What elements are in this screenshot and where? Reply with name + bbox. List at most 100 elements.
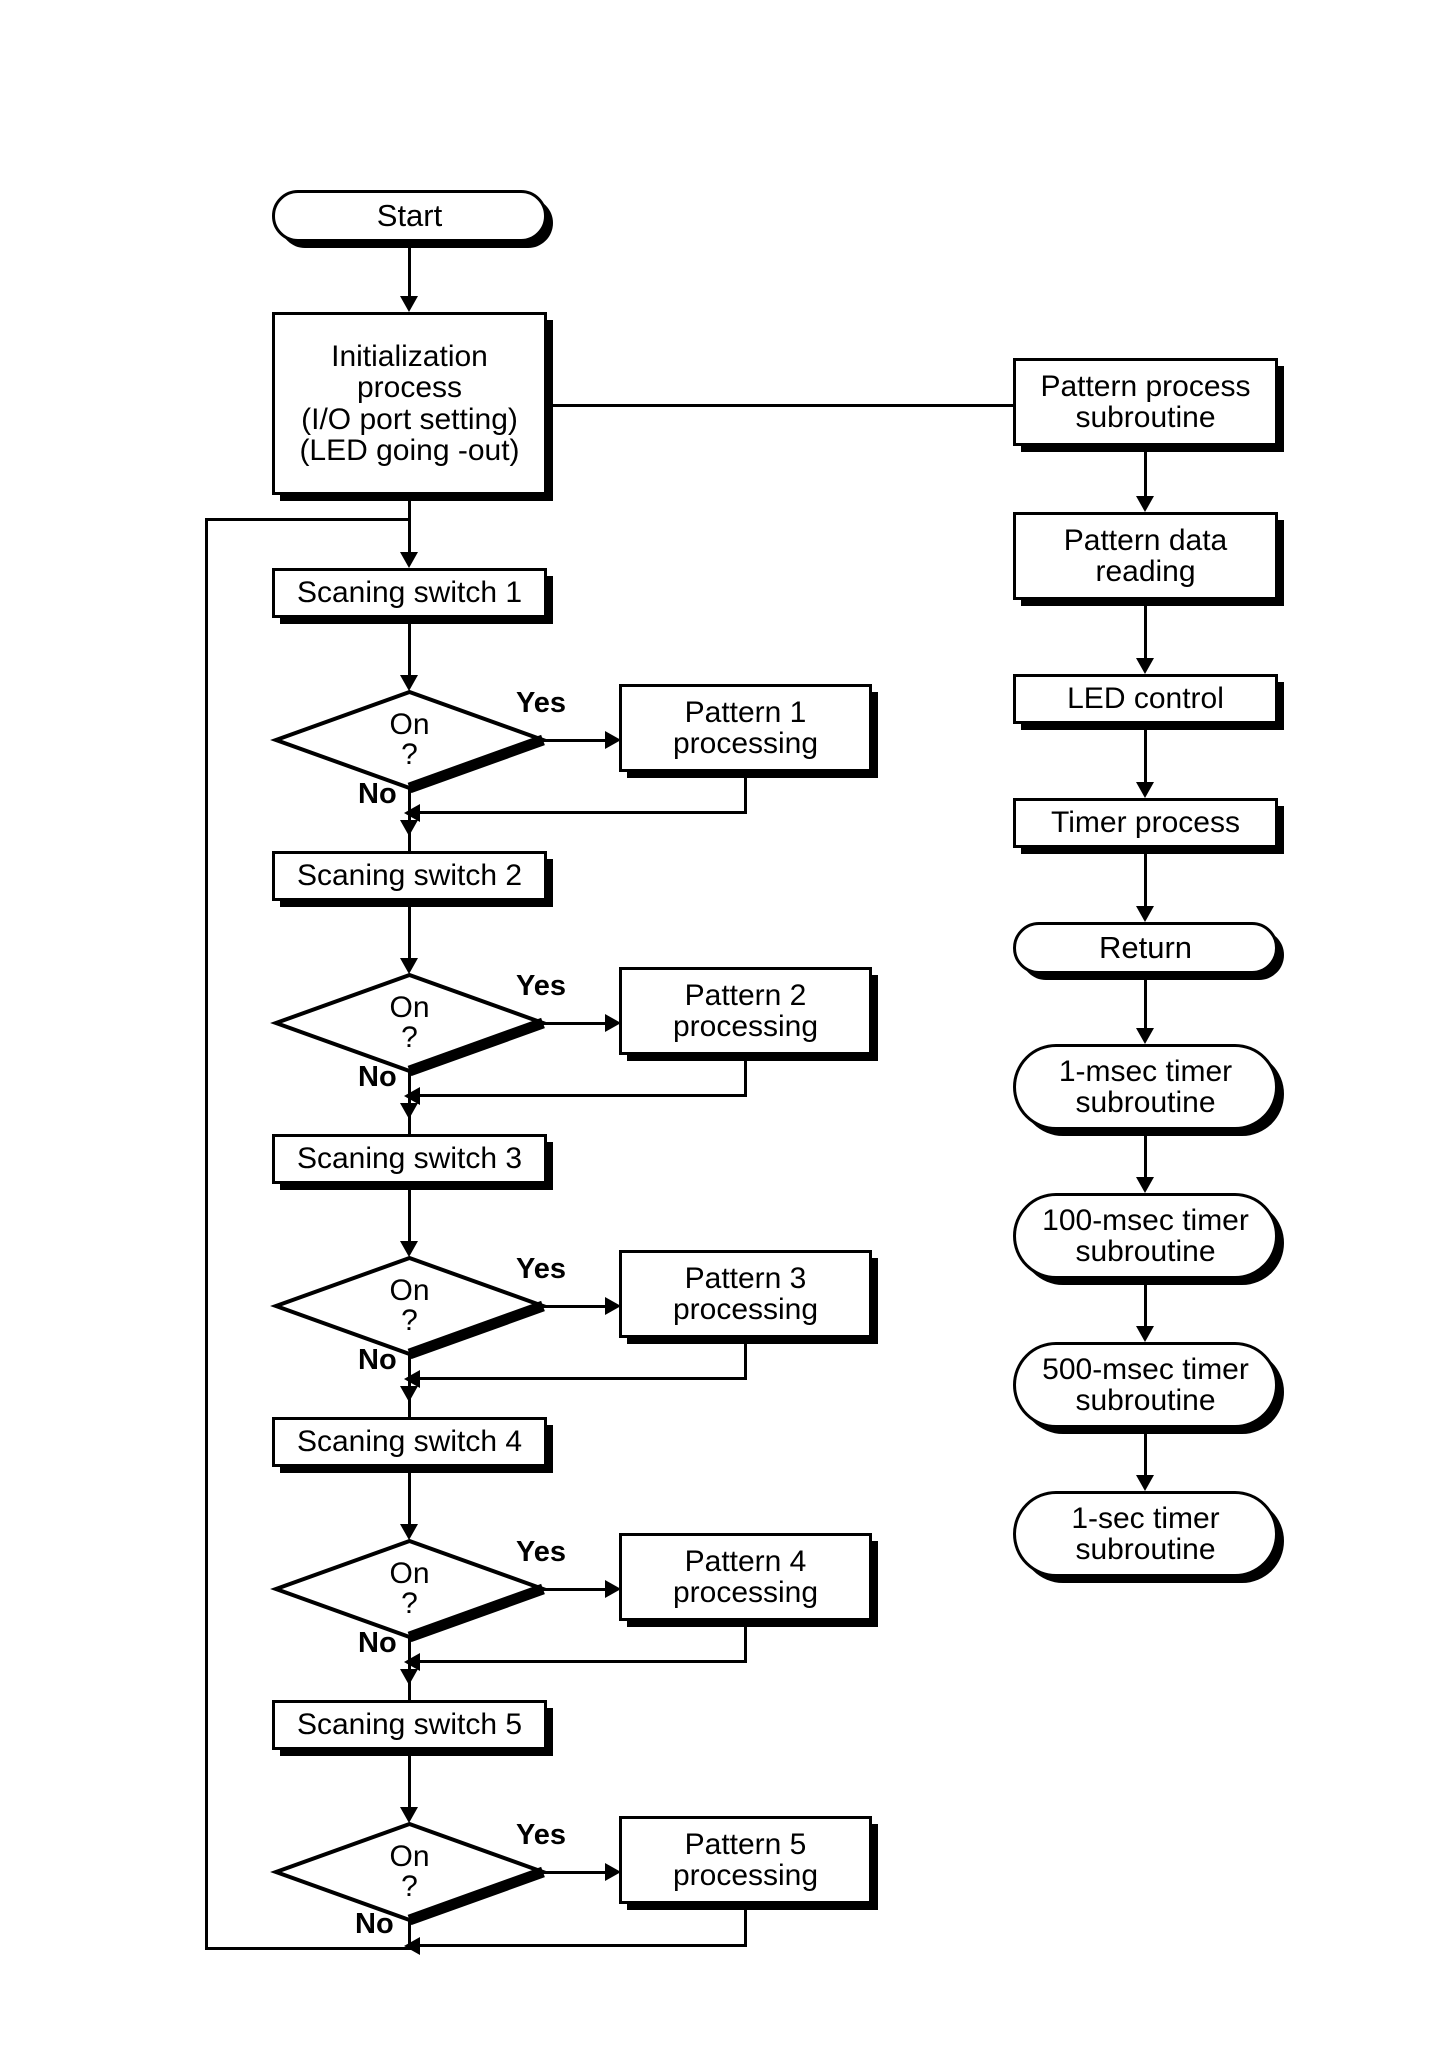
connector-scan4-to-decision4 [408, 1467, 411, 1532]
decision-4-line-1: On [389, 1557, 430, 1590]
pattern-5-line-1: Pattern 5 [684, 1827, 807, 1861]
connector-scan1-to-decision1 [408, 618, 411, 683]
connector-pattern4-back [412, 1660, 747, 1663]
init-line-1: Initialization [331, 340, 488, 374]
decision-3-labels: On ? [272, 1256, 547, 1356]
timer-500msec-line-2: subroutine [1075, 1384, 1216, 1417]
arrow-patternproc-to-patterndata [1136, 496, 1154, 512]
connector-pattern3-back [412, 1377, 747, 1380]
node-scan-switch-4: Scaning switch 4 [272, 1417, 547, 1467]
connector-scan5-to-decision5 [408, 1750, 411, 1815]
connector-ledcontrol-to-timerprocess [1144, 724, 1147, 790]
connector-pattern1-down [744, 772, 747, 814]
decision-4-line-2: ? [401, 1587, 418, 1620]
scan-switch-5-label: Scaning switch 5 [296, 1708, 523, 1742]
edge-label-yes-1: Yes [516, 687, 566, 719]
node-pattern-2-processing: Pattern 2 processing [619, 967, 872, 1055]
connector-timerprocess-to-return [1144, 848, 1147, 914]
arrow-decision3-no-to-scan4 [400, 1386, 418, 1402]
edge-label-no-2: No [358, 1061, 397, 1093]
decision-2-labels: On ? [272, 973, 547, 1073]
arrow-decision5-yes [605, 1863, 621, 1881]
connector-pattern1-back [412, 811, 747, 814]
decision-1-line-2: ? [401, 738, 418, 771]
node-start-label: Start [376, 197, 443, 233]
node-decision-5: On ? [270, 1821, 549, 1926]
connector-timer1ms-to-timer100ms [1144, 1130, 1147, 1185]
pattern-1-line-1: Pattern 1 [684, 695, 807, 729]
pattern-data-line-1: Pattern data [1063, 523, 1228, 557]
arrow-scan5-to-decision5 [400, 1807, 418, 1823]
scan-switch-2-label: Scaning switch 2 [296, 859, 523, 893]
connector-return-to-timer1ms [1144, 974, 1147, 1036]
scan-switch-1-label: Scaning switch 1 [296, 576, 523, 610]
arrow-init-to-scan1 [400, 552, 418, 568]
decision-1-line-1: On [389, 708, 430, 741]
arrow-timer100ms-to-timer500ms [1136, 1326, 1154, 1342]
arrow-timer1ms-to-timer100ms [1136, 1177, 1154, 1193]
node-scan-switch-3: Scaning switch 3 [272, 1134, 547, 1184]
scan-switch-4-label: Scaning switch 4 [296, 1425, 523, 1459]
node-scan-switch-5: Scaning switch 5 [272, 1700, 547, 1750]
pattern-process-line-1: Pattern process [1040, 369, 1251, 403]
connector-pattern2-down [744, 1055, 747, 1097]
pattern-3-line-2: processing [672, 1293, 819, 1326]
timer-1msec-line-1: 1-msec timer [1058, 1054, 1233, 1088]
timer-1msec-line-2: subroutine [1075, 1086, 1216, 1119]
connector-pattern5-back [412, 1944, 747, 1947]
arrow-patterndata-to-ledcontrol [1136, 658, 1154, 674]
timer-500msec-line-1: 500-msec timer [1042, 1352, 1249, 1386]
loopback-bottom-segment [205, 1947, 411, 1950]
init-line-2: process [356, 371, 463, 405]
connector-pattern5-down [744, 1904, 747, 1946]
node-led-control: LED control [1013, 674, 1278, 724]
pattern-1-line-2: processing [672, 727, 819, 760]
pattern-data-line-2: reading [1095, 555, 1196, 588]
node-decision-3: On ? [270, 1255, 549, 1360]
timer-1sec-line-2: subroutine [1075, 1533, 1216, 1566]
decision-3-line-1: On [389, 1274, 430, 1307]
edge-label-no-4: No [358, 1627, 397, 1659]
connector-timer500ms-to-timer1sec [1144, 1428, 1147, 1483]
edge-label-yes-2: Yes [516, 970, 566, 1002]
node-timer-subroutine-1sec: 1-sec timer subroutine [1013, 1491, 1278, 1577]
node-start: Start [272, 190, 547, 242]
node-scan-switch-2: Scaning switch 2 [272, 851, 547, 901]
edge-label-no-1: No [358, 778, 397, 810]
node-pattern-5-processing: Pattern 5 processing [619, 1816, 872, 1904]
node-initialization: Initialization process (I/O port setting… [272, 312, 547, 495]
loopback-left-rail [205, 518, 208, 1950]
node-timer-process: Timer process [1013, 798, 1278, 848]
scan-switch-3-label: Scaning switch 3 [296, 1142, 523, 1176]
connector-init-to-subroutine [547, 404, 1013, 407]
arrow-pattern5-back [404, 1937, 420, 1955]
pattern-process-line-2: subroutine [1075, 401, 1216, 434]
node-pattern-data-reading: Pattern data reading [1013, 512, 1278, 600]
arrow-decision2-no-to-scan3 [400, 1103, 418, 1119]
edge-label-yes-4: Yes [516, 1536, 566, 1568]
node-decision-4: On ? [270, 1538, 549, 1643]
timer-1sec-line-1: 1-sec timer [1071, 1501, 1220, 1535]
connector-pattern4-down [744, 1621, 747, 1663]
arrow-scan2-to-decision2 [400, 958, 418, 974]
timer-100msec-line-2: subroutine [1075, 1235, 1216, 1268]
arrow-timerprocess-to-return [1136, 906, 1154, 922]
decision-2-line-1: On [389, 991, 430, 1024]
connector-init-to-scan1 [408, 495, 411, 560]
arrow-scan3-to-decision3 [400, 1241, 418, 1257]
connector-timer100ms-to-timer500ms [1144, 1279, 1147, 1334]
decision-1-labels: On ? [272, 690, 547, 790]
node-timer-subroutine-1msec: 1-msec timer subroutine [1013, 1044, 1278, 1130]
node-decision-1: On ? [270, 689, 549, 794]
connector-decision3-yes [541, 1305, 615, 1308]
arrow-decision1-yes [605, 731, 621, 749]
arrow-scan1-to-decision1 [400, 675, 418, 691]
decision-5-labels: On ? [272, 1822, 547, 1922]
pattern-2-line-2: processing [672, 1010, 819, 1043]
connector-start-to-init [408, 242, 411, 302]
connector-decision1-yes [541, 739, 615, 742]
pattern-3-line-1: Pattern 3 [684, 1261, 807, 1295]
return-label: Return [1098, 929, 1193, 965]
arrow-decision4-no-to-scan5 [400, 1669, 418, 1685]
